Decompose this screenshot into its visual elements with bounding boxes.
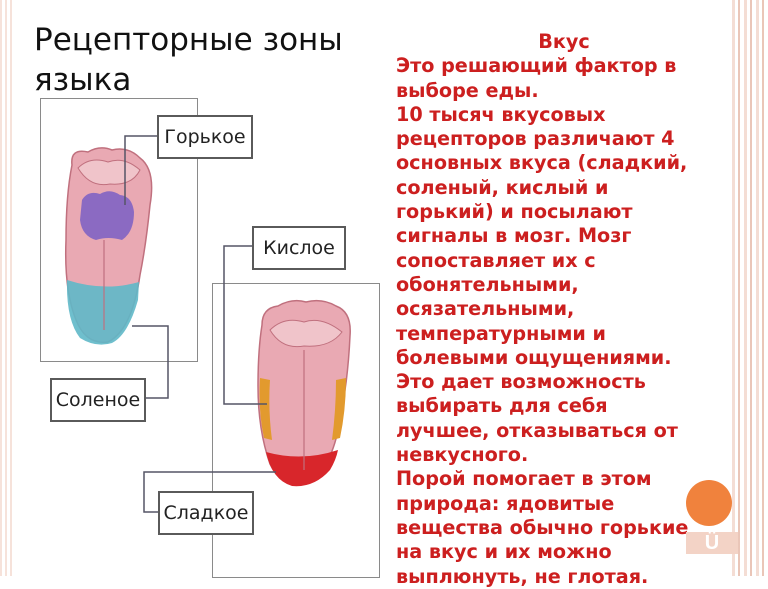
slide-border-right bbox=[732, 0, 768, 576]
tongue-right-throat bbox=[269, 319, 343, 348]
body-line: на вкус и их можно bbox=[396, 540, 612, 564]
body-line: температурными и bbox=[396, 321, 606, 345]
tongue-right-side-right-sour bbox=[332, 378, 346, 440]
connector-bitter bbox=[124, 135, 158, 205]
slide-border-left bbox=[0, 0, 14, 576]
body-line: обонятельными, bbox=[396, 272, 579, 296]
label-sour: Кислое bbox=[252, 226, 346, 270]
body-line: 10 тысяч вкусовых bbox=[396, 102, 606, 126]
connector-sweet bbox=[143, 471, 276, 513]
tongue-right bbox=[257, 299, 351, 487]
body-line: основных вкуса (сладкий, bbox=[396, 151, 688, 175]
nav-return-button[interactable]: Ü bbox=[686, 532, 738, 554]
slide-title: Рецепторные зоны языка bbox=[34, 22, 343, 98]
body-line: Порой помогает в этом bbox=[396, 467, 652, 491]
body-line: выборе еды. bbox=[396, 78, 539, 102]
body-line: природа: ядовитые bbox=[396, 491, 615, 515]
body-line: Это решающий фактор в bbox=[396, 54, 677, 78]
body-line: болевыми ощущениями. bbox=[396, 345, 672, 369]
connector-sour bbox=[223, 245, 267, 405]
connector-salty bbox=[132, 325, 169, 399]
body-line: невкусного. bbox=[396, 443, 529, 467]
label-salty: Соленое bbox=[50, 378, 146, 422]
body-heading: Вкус bbox=[538, 30, 590, 53]
body-line: горький) и посылают bbox=[396, 200, 633, 224]
body-line: рецепторов различают 4 bbox=[396, 127, 675, 151]
tongue-right-tip-sweet bbox=[266, 450, 338, 487]
body-line: соленый, кислый и bbox=[396, 175, 609, 199]
nav-circle-button[interactable] bbox=[686, 480, 732, 526]
body-line: осязательными, bbox=[396, 297, 575, 321]
body-line: сопоставляет их с bbox=[396, 248, 596, 272]
tongue-diagram bbox=[64, 135, 351, 513]
connector-lines bbox=[124, 135, 276, 513]
body-line: лучшее, отказываться от bbox=[396, 418, 678, 442]
body-line: вещества обычно горькие bbox=[396, 515, 689, 539]
body-line: сигналы в мозг. Мозг bbox=[396, 224, 632, 248]
tongue-right-side-left-sour bbox=[259, 378, 272, 440]
tongue-left-tip-salty bbox=[66, 280, 139, 345]
body-text: Вкус Это решающий фактор в выборе еды. 1… bbox=[396, 30, 732, 589]
label-bitter: Горькое bbox=[157, 115, 253, 159]
label-sweet: Сладкое bbox=[158, 491, 254, 535]
body-line: выбирать для себя bbox=[396, 394, 608, 418]
tongue-left-back-bitter bbox=[80, 191, 134, 240]
tongue-left bbox=[64, 147, 153, 345]
body-line: выплюнуть, не глотая. bbox=[396, 564, 649, 588]
body-line: Это дает возможность bbox=[396, 370, 646, 394]
